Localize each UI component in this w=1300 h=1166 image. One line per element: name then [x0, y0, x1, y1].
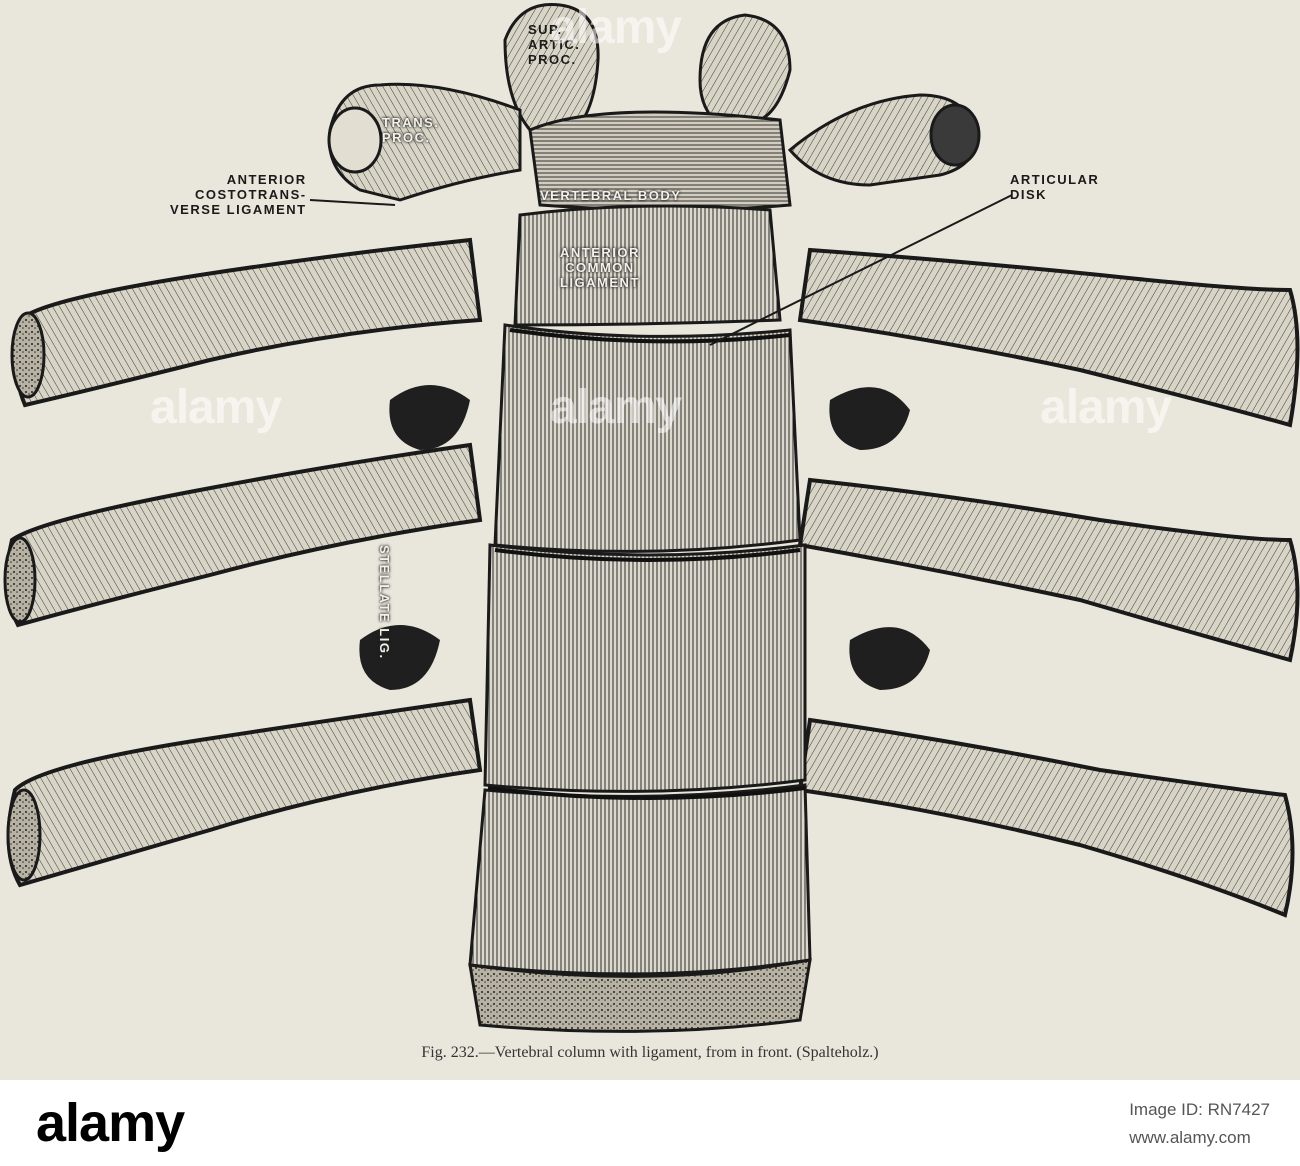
watermark: alamy — [150, 381, 282, 434]
ribs-left — [3, 237, 483, 888]
image-id: Image ID: RN7427 — [1129, 1100, 1270, 1119]
label-line: SUP. — [528, 22, 563, 37]
label-line: PROC. — [382, 130, 431, 145]
figure-caption: Fig. 232.—Vertebral column with ligament… — [421, 1044, 879, 1061]
label-line: PROC. — [528, 52, 577, 67]
label-anterior-common-ligament: ANTERIOR COMMON LIGAMENT — [560, 245, 640, 290]
label-line: ANTERIOR — [560, 245, 640, 260]
brand-logo: alamy — [36, 1093, 185, 1153]
label-vertebral-body: VERTEBRAL BODY — [540, 188, 682, 203]
label-line: TRANS. — [382, 115, 440, 130]
transverse-process — [327, 82, 981, 202]
watermark: alamy — [550, 1, 682, 54]
label-line: DISK — [1010, 187, 1048, 202]
vertebral-column-drawing — [3, 2, 1300, 1033]
label-anterior-costotransverse-ligament: ANTERIOR COSTOTRANS- VERSE LIGAMENT — [170, 172, 307, 217]
label-stellate-lig: STELLATE LIG. — [377, 545, 392, 660]
watermark: alamy — [550, 381, 682, 434]
site-url: www.alamy.com — [1129, 1128, 1251, 1147]
label-articular-disk: ARTICULAR DISK — [1010, 172, 1099, 202]
stock-footer-bar: alamy Image ID: RN7427 www.alamy.com — [0, 1080, 1300, 1166]
label-line: COSTOTRANS- — [194, 187, 307, 202]
anatomical-illustration: SUP. ARTIC. PROC. TRANS. PROC. ANTERIOR … — [0, 0, 1300, 1080]
label-line: ANTERIOR — [226, 172, 307, 187]
label-line: COMMON — [565, 260, 635, 275]
label-trans-proc: TRANS. PROC. — [382, 115, 439, 145]
vertebral-column — [468, 110, 812, 1033]
label-line: ARTICULAR — [1010, 172, 1100, 187]
watermark: alamy — [1040, 381, 1172, 434]
label-sup-artic-proc: SUP. ARTIC. PROC. — [528, 22, 580, 67]
intercostal-openings — [359, 385, 930, 690]
label-line: ARTIC. — [528, 37, 581, 52]
ribs-right — [797, 247, 1300, 918]
image-meta: Image ID: RN7427 www.alamy.com — [1129, 1096, 1270, 1152]
label-line: LIGAMENT — [560, 275, 640, 290]
label-line: VERSE LIGAMENT — [170, 202, 307, 217]
